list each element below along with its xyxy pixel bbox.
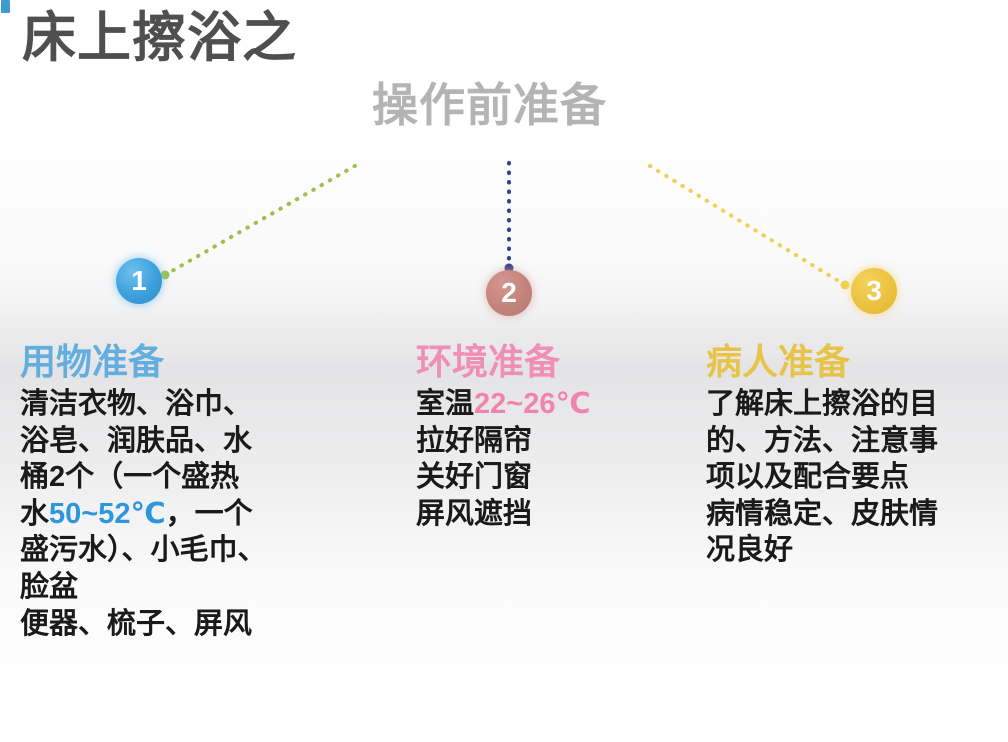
body-text-run: 项以及配合要点 — [706, 461, 910, 494]
page-subtitle: 操作前准备 — [372, 79, 607, 131]
body-line: 室温22~26℃ — [416, 386, 706, 423]
body-line: 桶2个（一个盛热 — [20, 459, 330, 496]
column-heading-environment: 环境准备 — [416, 342, 561, 382]
body-text-run: 盛污水）、小毛巾、 — [20, 534, 267, 567]
step-badge-2[interactable]: 2 — [486, 270, 532, 316]
body-text-run: 脸盆 — [20, 570, 79, 603]
body-line: 关好门窗 — [416, 459, 706, 496]
body-line: 清洁衣物、浴巾、 — [20, 386, 330, 423]
body-text-run: 个（一个盛热 — [65, 461, 240, 494]
step-badge-3[interactable]: 3 — [851, 268, 897, 314]
column-supplies: 用物准备 清洁衣物、浴巾、浴皂、润肤品、水桶2个（一个盛热水50~52℃，一个盛… — [20, 342, 330, 642]
body-text-run: 屏风遮挡 — [416, 497, 533, 530]
column-heading-patient: 病人准备 — [706, 342, 851, 382]
body-line: 便器、梳子、屏风 — [20, 606, 330, 643]
body-line: 水50~52℃，一个 — [20, 496, 330, 533]
body-line: 浴皂、润肤品、水 — [20, 423, 330, 460]
body-line: 的、方法、注意事 — [706, 423, 996, 460]
corner-marker-artifact — [1, 0, 10, 13]
body-text-run: 2 — [49, 461, 66, 494]
body-line: 脸盆 — [20, 569, 330, 606]
body-line: 盛污水）、小毛巾、 — [20, 532, 330, 569]
body-text-run: ，一个 — [165, 497, 253, 530]
column-body-supplies: 清洁衣物、浴巾、浴皂、润肤品、水桶2个（一个盛热水50~52℃，一个盛污水）、小… — [20, 386, 330, 642]
body-text-run: 便器、梳子、屏风 — [20, 607, 253, 640]
body-text-run: 水 — [20, 497, 50, 530]
body-line: 拉好隔帘 — [416, 423, 706, 460]
body-line: 况良好 — [706, 532, 996, 569]
body-text-run: 室温 — [416, 388, 475, 421]
body-text-run: 清洁衣物、浴巾、 — [20, 388, 253, 421]
body-text-run: 关好门窗 — [416, 461, 533, 494]
body-text-run: 拉好隔帘 — [416, 424, 533, 457]
body-text-run: 50~52℃ — [49, 497, 166, 530]
body-text-run: 桶 — [20, 461, 50, 494]
body-line: 项以及配合要点 — [706, 459, 996, 496]
body-line: 屏风遮挡 — [416, 496, 706, 533]
body-text-run: 22~26℃ — [474, 388, 591, 421]
body-text-run: 了解床上擦浴的目 — [706, 388, 939, 421]
page-title: 床上擦浴之 — [22, 8, 297, 68]
step-badge-1[interactable]: 1 — [116, 258, 162, 304]
column-body-patient: 了解床上擦浴的目的、方法、注意事项以及配合要点病情稳定、皮肤情况良好 — [706, 386, 996, 569]
column-patient: 病人准备 了解床上擦浴的目的、方法、注意事项以及配合要点病情稳定、皮肤情况良好 — [706, 342, 996, 569]
body-text-run: 况良好 — [706, 534, 794, 567]
body-text-run: 的、方法、注意事 — [706, 424, 939, 457]
body-line: 了解床上擦浴的目 — [706, 386, 996, 423]
body-line: 病情稳定、皮肤情 — [706, 496, 996, 533]
body-text-run: 浴皂、润肤品、水 — [20, 424, 253, 457]
body-text-run: 病情稳定、皮肤情 — [706, 497, 939, 530]
column-heading-supplies: 用物准备 — [20, 342, 165, 382]
